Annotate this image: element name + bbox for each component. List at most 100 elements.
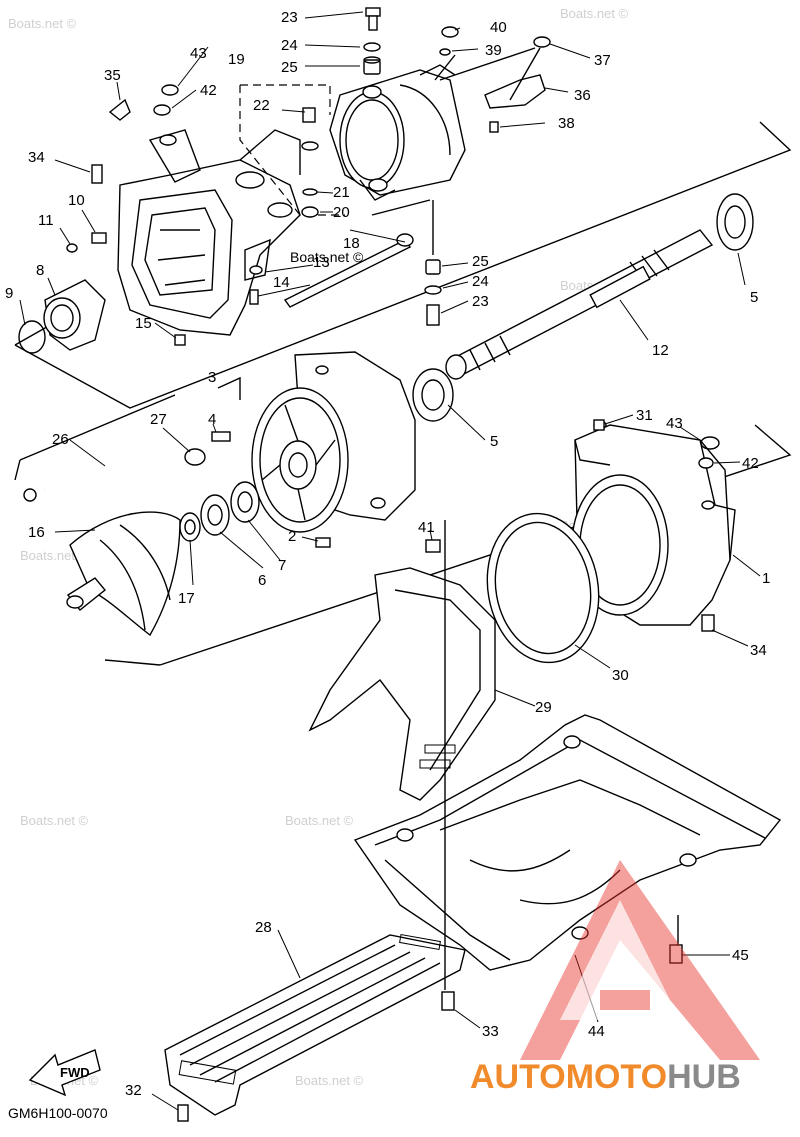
callout-38: 38 — [558, 115, 575, 132]
callout-leaders — [19, 11, 761, 1111]
leader-lines — [444, 520, 679, 990]
bolt-34 — [701, 614, 715, 632]
pin-4 — [211, 431, 231, 442]
nut-40 — [441, 26, 459, 38]
bolt-22 — [302, 107, 316, 123]
nut-42 — [153, 104, 171, 116]
callout-33: 33 — [482, 1023, 499, 1040]
callout-11: 11 — [38, 212, 54, 229]
automotohub-logo — [520, 860, 760, 1060]
bolt-23-stack — [363, 7, 381, 75]
callout-6: 6 — [258, 572, 266, 589]
callout-37: 37 — [594, 52, 611, 69]
callout-7: 7 — [278, 557, 286, 574]
seal-ring-30 — [486, 512, 600, 664]
callout-35: 35 — [104, 67, 121, 84]
callout-14: 14 — [273, 274, 290, 291]
callout-23: 23 — [281, 9, 298, 26]
seal-6 — [200, 494, 230, 536]
bolt-45 — [669, 944, 683, 964]
callout-5: 5 — [750, 289, 758, 306]
callout-24: 24 — [281, 37, 298, 54]
pin-15 — [174, 334, 186, 346]
pin-14 — [249, 289, 259, 305]
callout-3: 3 — [208, 369, 216, 386]
washer — [301, 141, 319, 151]
callout-28: 28 — [255, 919, 272, 936]
watermark: Boats.net © — [295, 1073, 364, 1088]
drive-shaft — [445, 229, 714, 380]
callout-17: 17 — [178, 590, 195, 607]
watermark: Boats.net © — [285, 813, 354, 828]
dashed-leader — [239, 84, 345, 216]
callout-34: 34 — [750, 642, 767, 659]
collar-25 — [425, 259, 441, 275]
callout-23: 23 — [472, 293, 489, 310]
washer-39 — [439, 48, 451, 56]
watermark: Boats.net © — [20, 813, 89, 828]
bolt-23 — [426, 304, 440, 326]
washer-11 — [66, 243, 78, 253]
watermark: Boats.net © — [290, 249, 364, 265]
stud-18 — [283, 239, 412, 308]
callout-12: 12 — [652, 342, 669, 359]
callout-26: 26 — [52, 431, 69, 448]
callout-15: 15 — [135, 315, 152, 332]
callout-31: 31 — [636, 407, 653, 424]
o-ring-43 — [700, 436, 720, 450]
brand-wordmark: AUTOMOTOHUB — [470, 1058, 741, 1096]
callout-39: 39 — [485, 42, 502, 59]
callout-34: 34 — [28, 149, 45, 166]
callout-24: 24 — [472, 273, 489, 290]
bolt-33 — [441, 991, 455, 1011]
inlet-fitting-8 — [43, 279, 106, 351]
callout-43: 43 — [666, 415, 683, 432]
watermark: Boats.net © — [560, 6, 629, 21]
callout-42: 42 — [200, 82, 217, 99]
leader-lines — [371, 199, 434, 255]
watermark: Boats.net © — [8, 16, 77, 31]
pin-31 — [593, 419, 605, 431]
bolt-34 — [91, 164, 103, 184]
collar-17 — [179, 512, 201, 542]
callout-22: 22 — [253, 97, 270, 114]
hose-end — [23, 488, 37, 502]
callout-20: 20 — [333, 204, 350, 221]
intake-grate-28 — [164, 934, 466, 1116]
intake-housing — [117, 129, 301, 336]
upper-boundary-line — [14, 121, 792, 409]
nut-37 — [533, 36, 551, 48]
impeller-housing — [251, 351, 416, 533]
middle-boundary-line — [14, 459, 161, 666]
plate-35 — [108, 98, 131, 121]
bearing-5-upper — [716, 193, 754, 251]
callout-10: 10 — [68, 192, 85, 209]
callout-44: 44 — [588, 1023, 605, 1040]
callout-32: 32 — [125, 1082, 142, 1099]
cover-29 — [308, 567, 496, 801]
callout-45: 45 — [732, 947, 749, 964]
bolt-10 — [91, 232, 107, 244]
impeller-16 — [66, 511, 181, 637]
callout-25: 25 — [281, 59, 298, 76]
leader-3 — [217, 376, 241, 400]
leader-lines — [434, 47, 541, 101]
steering-nozzle — [329, 64, 466, 201]
callout-16: 16 — [28, 524, 45, 541]
washer-21 — [302, 188, 318, 196]
callout-30: 30 — [612, 667, 629, 684]
stud-head — [396, 233, 414, 247]
part-code: GM6H100-0070 — [8, 1105, 108, 1121]
screw-38 — [489, 121, 499, 133]
callout-21: 21 — [333, 184, 350, 201]
bolt-32 — [177, 1104, 189, 1122]
bolt-41 — [425, 539, 441, 553]
nut-42 — [698, 457, 714, 469]
callout-18: 18 — [343, 235, 360, 252]
ride-plate — [353, 714, 782, 971]
callout-36: 36 — [574, 87, 591, 104]
watermark: Boats.net © — [20, 548, 89, 563]
fwd-label: FWD — [60, 1065, 90, 1080]
bearing-5-lower — [412, 368, 454, 422]
